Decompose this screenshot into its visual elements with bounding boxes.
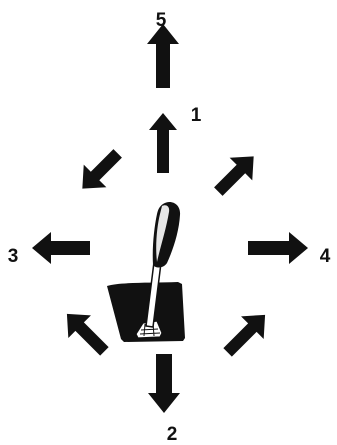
arrow-left-icon xyxy=(32,232,90,264)
arrow-right-icon xyxy=(248,232,308,264)
arrow-up-near-icon xyxy=(149,113,177,173)
arrow-down-icon xyxy=(148,354,180,413)
arrow-up-far-icon xyxy=(147,24,179,88)
joystick-lever-icon xyxy=(107,202,185,342)
label-3: 3 xyxy=(8,246,19,267)
arrow-down-right-icon xyxy=(223,314,266,357)
label-5: 5 xyxy=(156,10,167,31)
arrow-down-left-icon xyxy=(66,313,109,356)
joystick-base xyxy=(107,282,185,342)
joystick-grip-highlight xyxy=(156,205,170,262)
label-1: 1 xyxy=(191,105,202,126)
arrow-up-right-icon xyxy=(214,156,254,196)
label-4: 4 xyxy=(320,246,331,267)
label-2: 2 xyxy=(167,424,178,445)
arrow-up-left-icon xyxy=(82,149,122,189)
